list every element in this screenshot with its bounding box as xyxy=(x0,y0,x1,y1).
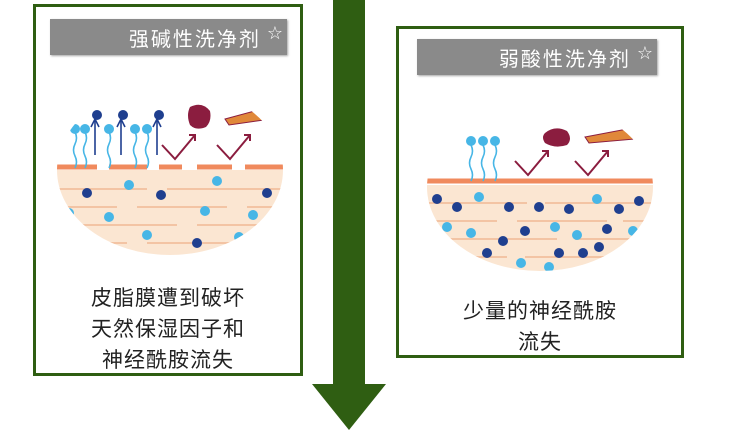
label-bar: 强碱性洗净剂 ☆ xyxy=(50,19,287,55)
caption-line: 神经酰胺流失 xyxy=(102,348,234,372)
ceramide-blob xyxy=(188,104,211,129)
star-icon: ☆ xyxy=(266,22,283,44)
card-title: 强碱性洗净剂 xyxy=(128,26,261,51)
card-caption: 皮脂膜遭到破坏 天然保湿因子和 神经酰胺流失 xyxy=(36,283,300,376)
skin-illustration xyxy=(57,85,283,255)
label-bar: 弱酸性洗净剂 ☆ xyxy=(417,39,657,75)
ceramide-blob xyxy=(543,128,570,147)
flow-arrow-shaft xyxy=(333,0,365,386)
caption-line: 少量的神经酰胺 xyxy=(463,299,617,323)
card-title: 弱酸性洗净剂 xyxy=(498,46,631,71)
caption-line: 皮脂膜遭到破坏 xyxy=(91,286,245,310)
skin-illustration xyxy=(427,103,653,271)
skin-layer xyxy=(427,185,653,271)
card-weak-acid: 弱酸性洗净剂 ☆ xyxy=(396,26,684,358)
escape-arrows xyxy=(514,150,609,177)
skin-particles xyxy=(432,192,644,271)
lipid-molecules xyxy=(466,136,500,182)
star-icon: ☆ xyxy=(636,42,653,64)
caption-line: 流失 xyxy=(518,330,562,354)
card-strong-alkaline: 强碱性洗净剂 ☆ xyxy=(33,4,303,376)
flow-arrow-head xyxy=(312,384,386,430)
card-caption: 少量的神经酰胺 流失 xyxy=(399,296,681,358)
caption-line: 天然保湿因子和 xyxy=(91,317,245,341)
escape-arrows xyxy=(161,134,251,161)
